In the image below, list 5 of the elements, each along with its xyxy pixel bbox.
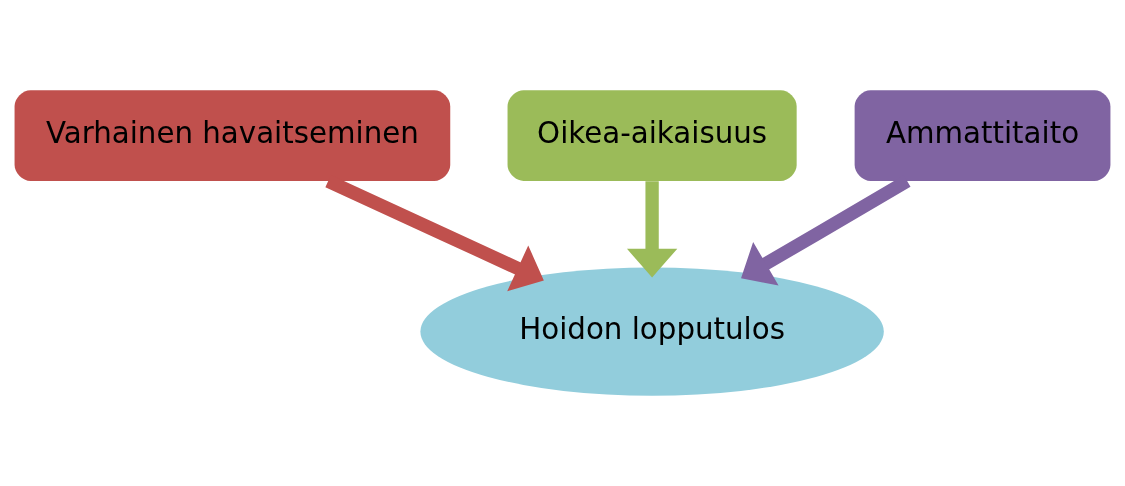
node-box: Oikea-aikaisuus xyxy=(507,90,797,181)
arrow xyxy=(626,181,678,278)
node-box: Varhainen havaitseminen xyxy=(14,90,451,181)
node-ellipse: Hoidon lopputulos xyxy=(420,267,884,396)
node-box: Ammattitaito xyxy=(854,90,1111,181)
